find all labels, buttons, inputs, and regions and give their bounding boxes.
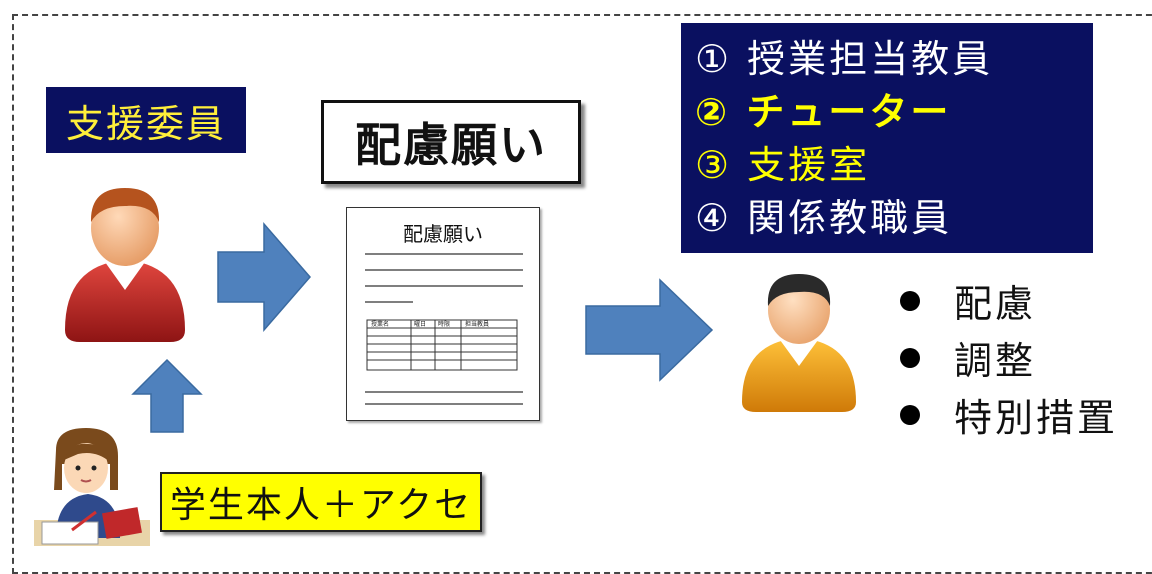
outcome-label-consideration: 配慮	[954, 282, 1037, 326]
table-header-course: 授業名	[371, 320, 389, 328]
roles-list: ① 授業担当教員 ② チューター ③ 支援室 ④ 関係教職員	[681, 23, 1093, 253]
table-header-day: 曜日	[414, 321, 426, 328]
request-document: 配慮願い 授業名 曜日 時限 担当教員	[346, 207, 540, 421]
outcome-list: 配慮 調整 特別措置	[892, 272, 1118, 443]
staff-person-icon	[65, 188, 185, 342]
role-item-related-staff: ④ 関係教職員	[695, 196, 953, 240]
table-header-period: 時限	[438, 320, 450, 328]
role-item-teacher: ① 授業担当教員	[695, 37, 994, 81]
bullet-icon	[900, 404, 920, 425]
teacher-person-icon	[742, 274, 856, 412]
request-title: 配慮願い	[321, 100, 581, 184]
table-header-teacher: 担当教員	[465, 320, 489, 328]
outcome-label-adjustment: 調整	[954, 339, 1037, 383]
outcome-item: 配慮	[892, 272, 1118, 329]
outcome-label-special-measures: 特別措置	[954, 396, 1119, 440]
support-committee-label: 支援委員	[46, 87, 246, 153]
arrow-up-icon	[131, 358, 203, 433]
role-item-support-office: ③ 支援室	[695, 143, 871, 187]
arrow-right-icon-2	[585, 278, 714, 382]
bullet-icon	[900, 290, 920, 311]
bullet-icon	[900, 347, 920, 368]
student-writing-icon	[34, 428, 150, 546]
student-accessibility-label: 学生本人＋アクセ	[160, 472, 482, 532]
document-title: 配慮願い	[403, 222, 483, 246]
outcome-item: 調整	[892, 329, 1118, 386]
document-lines: 授業名 曜日 時限 担当教員	[365, 253, 523, 405]
role-item-tutor: ② チューター	[695, 90, 952, 134]
arrow-right-icon	[217, 221, 311, 333]
outcome-item: 特別措置	[892, 386, 1118, 443]
